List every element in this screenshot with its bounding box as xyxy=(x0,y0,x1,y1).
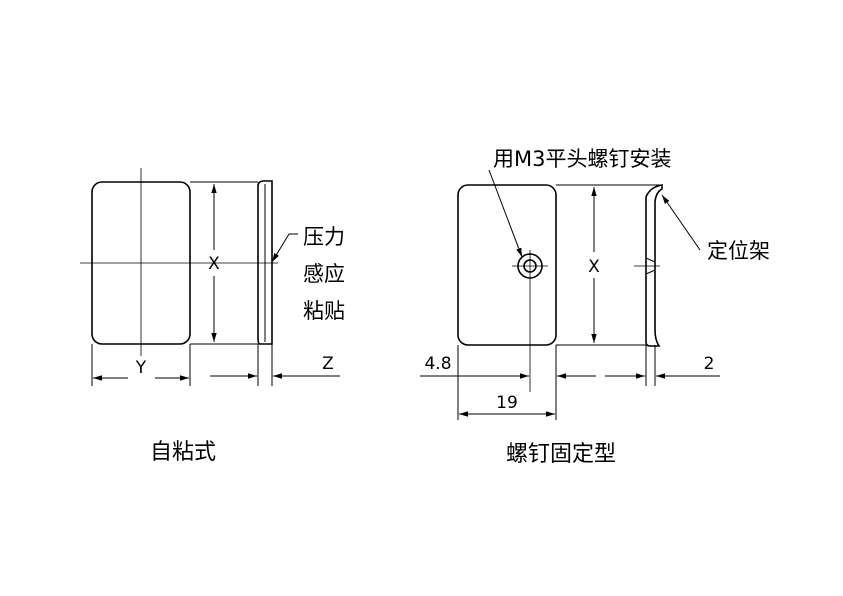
screw-bracket-side xyxy=(645,184,663,347)
adhesive-callout-line-1: 压力 xyxy=(303,225,345,249)
bracket-note: 定位架 xyxy=(707,239,770,263)
adhesive-caption: 自粘式 xyxy=(150,440,216,465)
screw-dim-thk-label: 2 xyxy=(704,354,715,374)
adhesive-callout-line-3: 粘贴 xyxy=(303,299,345,323)
screw-plate-front xyxy=(457,184,557,346)
adhesive-type-drawing: X Y Z 压力 感应 粘贴 自粘式 xyxy=(80,168,345,465)
screw-dim-x-label: X xyxy=(588,257,600,277)
screw-note: 用M3平头螺钉安装 xyxy=(493,147,671,171)
adhesive-dim-y-label: Y xyxy=(135,358,147,378)
screw-dim-width-label: 19 xyxy=(496,393,518,413)
adhesive-callout-line-2: 感应 xyxy=(303,262,345,286)
screw-dim-offset-label: 4.8 xyxy=(424,354,451,374)
screw-type-drawing: 用M3平头螺钉安装 定位架 X 4.8 19 2 螺钉固定型 xyxy=(420,147,770,467)
adhesive-dim-x-label: X xyxy=(208,254,220,274)
screw-note-leader xyxy=(488,169,523,258)
adhesive-dim-z-label: Z xyxy=(322,354,334,374)
adhesive-callout-leader xyxy=(271,233,298,263)
screw-caption: 螺钉固定型 xyxy=(506,442,616,467)
bracket-note-leader xyxy=(661,194,701,251)
screw-bracket-screw-head xyxy=(645,257,656,275)
